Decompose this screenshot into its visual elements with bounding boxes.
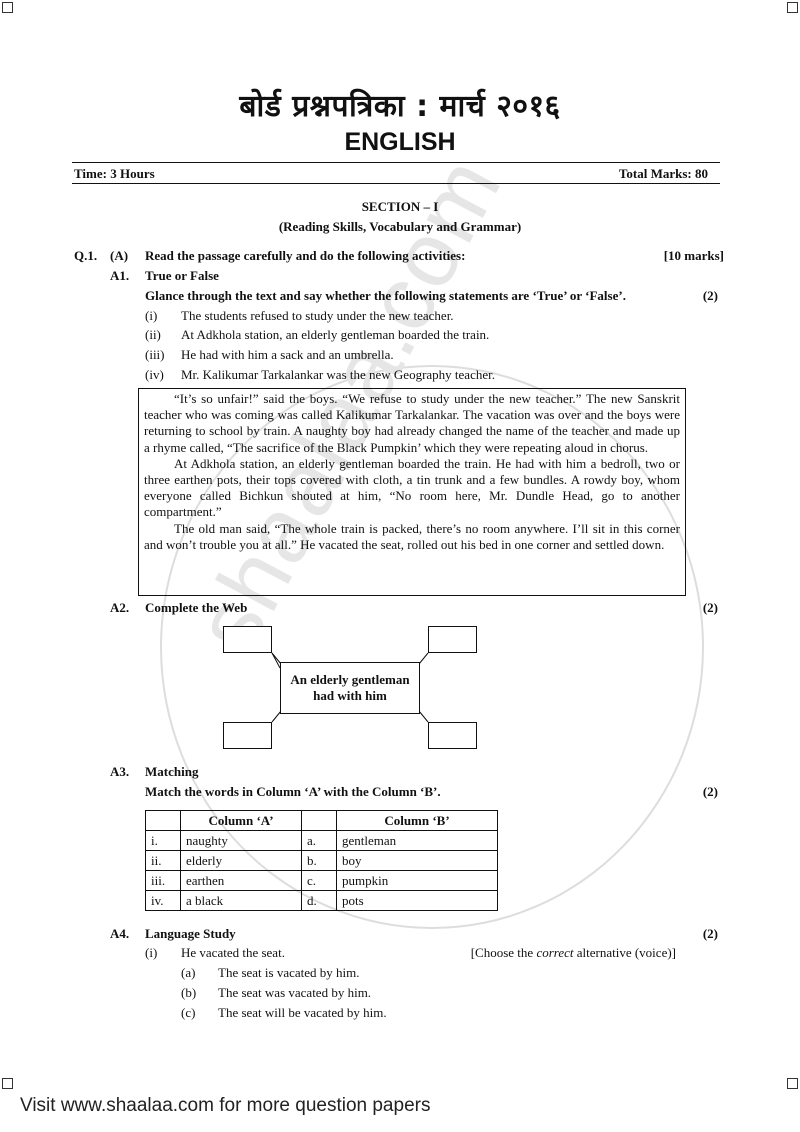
table-cell: d. <box>301 890 337 911</box>
table-header-cell: Column ‘A’ <box>180 810 302 831</box>
a1-item-number: (iv) <box>145 367 164 382</box>
header-rule-bottom <box>72 183 720 184</box>
corner-mark <box>2 2 13 13</box>
a4-question: He vacated the seat. <box>181 945 285 960</box>
option-text: The seat is vacated by him. <box>218 965 360 980</box>
a1-item-number: (iii) <box>145 347 165 362</box>
table-row: iii. earthen c. pumpkin <box>145 870 498 891</box>
hint-text: alternative (voice)] <box>573 945 676 960</box>
table-row: iv. a black d. pots <box>145 890 498 911</box>
table-cell: ii. <box>145 850 181 871</box>
q1-instruction: Read the passage carefully and do the fo… <box>145 248 466 263</box>
corner-mark <box>2 1078 13 1089</box>
table-cell: earthen <box>180 870 302 891</box>
table-header-cell: Column ‘B’ <box>336 810 498 831</box>
web-blank-top-right[interactable] <box>428 626 477 653</box>
reading-passage: “It’s so unfair!” said the boys. “We ref… <box>138 388 686 596</box>
a1-item-text: At Adkhola station, an elderly gentleman… <box>181 327 490 342</box>
a2-number: A2. <box>110 600 130 615</box>
a1-item-text: Mr. Kalikumar Tarkalankar was the new Ge… <box>181 367 495 382</box>
a3-title: Matching <box>145 764 199 779</box>
table-cell: i. <box>145 830 181 851</box>
web-center-box: An elderly gentleman had with him <box>280 662 420 714</box>
q1-marks: [10 marks] <box>663 248 724 263</box>
table-header-cell <box>145 810 181 831</box>
time-label: Time: 3 Hours <box>74 166 155 181</box>
table-cell: naughty <box>180 830 302 851</box>
table-cell: pots <box>336 890 498 911</box>
q1-part: (A) <box>110 248 129 263</box>
table-cell: a. <box>301 830 337 851</box>
a4-number: A4. <box>110 926 130 941</box>
footer-link-text[interactable]: Visit www.shaalaa.com for more question … <box>20 1095 431 1116</box>
corner-mark <box>787 2 798 13</box>
table-cell: boy <box>336 850 498 871</box>
table-cell: gentleman <box>336 830 498 851</box>
a2-title: Complete the Web <box>145 600 248 615</box>
a3-instruction: Match the words in Column ‘A’ with the C… <box>145 784 441 799</box>
option-text: The seat was vacated by him. <box>218 985 372 1000</box>
table-header-row: Column ‘A’ Column ‘B’ <box>145 810 498 831</box>
paper-title-marathi: बोर्ड प्रश्नपत्रिका : मार्च २०१६ <box>239 89 561 124</box>
matching-table: Column ‘A’ Column ‘B’ i. naughty a. gent… <box>145 810 498 911</box>
total-marks-label: Total Marks: 80 <box>618 166 708 181</box>
passage-paragraph: “It’s so unfair!” said the boys. “We ref… <box>144 391 680 455</box>
a1-item-text: He had with him a sack and an umbrella. <box>181 347 394 362</box>
table-cell: iv. <box>145 890 181 911</box>
table-cell: pumpkin <box>336 870 498 891</box>
a2-marks: (2) <box>702 600 718 615</box>
hint-emphasis: correct <box>536 945 574 960</box>
option-text: The seat will be vacated by him. <box>218 1005 387 1020</box>
passage-paragraph: At Adkhola station, an elderly gentleman… <box>144 455 680 520</box>
table-cell: elderly <box>180 850 302 871</box>
table-cell: iii. <box>145 870 181 891</box>
a1-item-number: (i) <box>145 308 158 323</box>
section-title: SECTION – I <box>361 199 439 214</box>
corner-mark <box>787 1078 798 1089</box>
web-blank-bottom-right[interactable] <box>428 722 477 749</box>
table-cell: b. <box>301 850 337 871</box>
a1-number: A1. <box>110 268 130 283</box>
a4-marks: (2) <box>702 926 718 941</box>
web-blank-bottom-left[interactable] <box>223 722 272 749</box>
a4-question-number: (i) <box>145 945 158 960</box>
header-rule-top <box>72 162 720 163</box>
a1-item-text: The students refused to study under the … <box>181 308 454 323</box>
table-cell: a black <box>180 890 302 911</box>
passage-paragraph: The old man said, “The whole train is pa… <box>144 520 680 552</box>
a1-marks: (2) <box>702 288 718 303</box>
option-label: (a) <box>181 965 196 980</box>
section-subtitle: (Reading Skills, Vocabulary and Grammar) <box>278 219 522 234</box>
web-blank-top-left[interactable] <box>223 626 272 653</box>
a4-title: Language Study <box>145 926 236 941</box>
a4-hint: [Choose the correct alternative (voice)] <box>471 945 676 961</box>
q1-number: Q.1. <box>74 248 98 263</box>
a3-number: A3. <box>110 764 130 779</box>
a1-item-number: (ii) <box>145 327 161 342</box>
table-row: ii. elderly b. boy <box>145 850 498 871</box>
a1-title: True or False <box>145 268 219 283</box>
watermark-circle <box>160 365 704 929</box>
table-header-cell <box>301 810 337 831</box>
a1-instruction: Glance through the text and say whether … <box>145 288 626 303</box>
hint-text: [Choose the <box>470 945 537 960</box>
option-label: (c) <box>181 1005 196 1020</box>
table-row: i. naughty a. gentleman <box>145 830 498 851</box>
subject-title: ENGLISH <box>344 128 456 156</box>
table-cell: c. <box>301 870 337 891</box>
option-label: (b) <box>181 985 197 1000</box>
a3-marks: (2) <box>702 784 718 799</box>
